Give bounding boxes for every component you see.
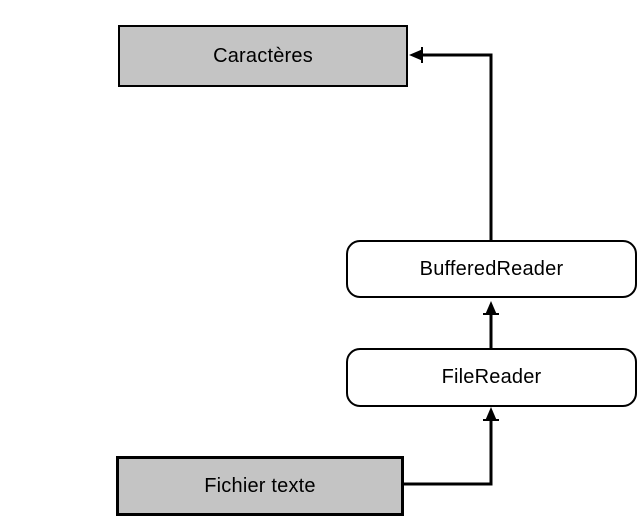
node-filereader: FileReader — [346, 348, 637, 407]
node-filereader-label: FileReader — [441, 366, 542, 388]
edge-line — [404, 419, 493, 486]
node-fichier-texte: Fichier texte — [116, 456, 404, 516]
node-bufferedreader-label: BufferedReader — [419, 257, 564, 280]
arrowhead-left-icon — [409, 49, 423, 61]
edge-filereader-to-bufferedreader — [483, 301, 499, 348]
node-caracteres: Caractères — [118, 25, 408, 87]
arrowhead-up-icon — [485, 301, 497, 315]
edge-bufferedreader-to-caracteres — [409, 47, 493, 240]
node-bufferedreader: BufferedReader — [346, 240, 637, 298]
edge-line — [421, 53, 493, 240]
node-fichier-texte-label: Fichier texte — [204, 474, 316, 497]
node-caracteres-label: Caractères — [213, 44, 313, 67]
edge-fichier-texte-to-filereader — [404, 407, 499, 486]
arrowhead-up-icon — [485, 407, 497, 421]
